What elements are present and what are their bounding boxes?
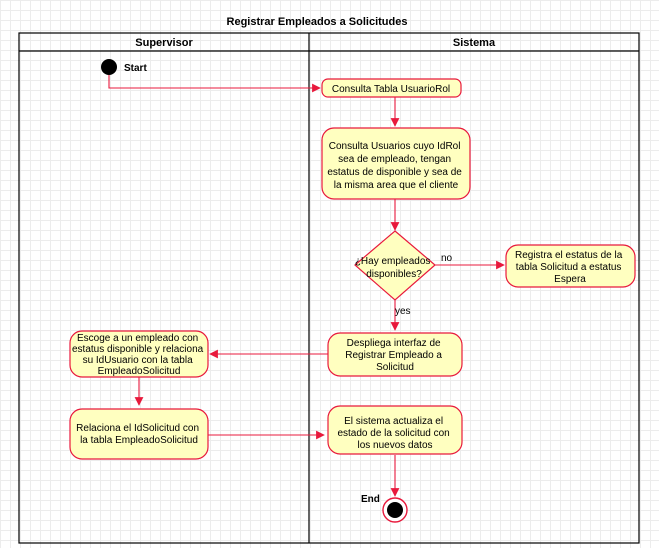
start-node (101, 59, 117, 75)
node-actualiza-line: los nuevos datos (357, 440, 432, 451)
decision-line: disponibles? (366, 269, 422, 280)
node-consulta-tabla: Consulta Tabla UsuarioRol (321, 78, 462, 98)
decision-node: ¿Hay empleados disponibles? (354, 230, 436, 301)
svg-text:Relaciona el IdSolicitud con: Relaciona el IdSolicitud con la tabla Em… (76, 423, 202, 446)
node-registra-estatus: Registra el estatus de la tabla Solicitu… (505, 244, 636, 288)
node-registra-estatus-line: Registra el estatus de la (515, 250, 623, 261)
node-despliega-interfaz-line: Registrar Empleado a (345, 350, 442, 361)
node-consulta-tabla-line: Consulta Tabla UsuarioRol (332, 84, 450, 95)
edge-start-to-consulta-tabla (108, 75, 321, 93)
edge-label-no: no (441, 253, 453, 264)
svg-text:Consulta Tabla UsuarioRol: Consulta Tabla UsuarioRol (332, 84, 450, 95)
node-escoge-empleado-line: su IdUsuario con la tabla (83, 355, 194, 366)
node-consulta-usuarios-line: Consulta Usuarios cuyo IdRol (329, 141, 461, 152)
end-label: End (361, 494, 380, 505)
node-escoge-empleado: Escoge a un empleado con estatus disponi… (69, 330, 209, 378)
svg-text:Despliega interfaz de Re: Despliega interfaz de Registrar Empleado… (345, 338, 445, 373)
node-escoge-empleado-line: Escoge a un empleado con (77, 333, 198, 344)
node-registra-estatus-line: tabla Solicitud a estatus (516, 262, 622, 273)
node-despliega-interfaz-line: Despliega interfaz de (347, 338, 441, 349)
node-actualiza: El sistema actualiza el estado de la sol… (327, 405, 463, 455)
svg-text:El sistema actualiza el: El sistema actualiza el estado de la sol… (337, 416, 452, 451)
edges (108, 75, 505, 497)
node-actualiza-line: estado de la solicitud con (337, 428, 449, 439)
node-consulta-usuarios: Consulta Usuarios cuyo IdRol sea de empl… (321, 127, 471, 200)
node-escoge-empleado-line: estatus disponible y relaciona (72, 344, 204, 355)
node-actualiza-line: El sistema actualiza el (344, 416, 443, 427)
diagram-title: Registrar Empleados a Solicitudes (227, 16, 408, 28)
lane-header-supervisor: Supervisor (135, 37, 193, 49)
svg-text:Consulta Usuarios cuyo IdRol: Consulta Usuarios cuyo IdRol sea de empl… (327, 141, 464, 191)
svg-text:Escoge a un empleado con: Escoge a un empleado con estatus disponi… (72, 333, 206, 377)
node-relaciona-line: la tabla EmpleadoSolicitud (80, 435, 198, 446)
node-escoge-empleado-line: EmpleadoSolicitud (98, 366, 181, 377)
svg-text:¿Hay empleados disponibl: ¿Hay empleados disponibles? (355, 256, 433, 280)
start-label: Start (124, 63, 147, 74)
node-consulta-usuarios-line: la misma area que el cliente (334, 180, 459, 191)
node-relaciona: Relaciona el IdSolicitud con la tabla Em… (69, 408, 209, 460)
edge-label-yes: yes (395, 306, 411, 317)
node-relaciona-line: Relaciona el IdSolicitud con (76, 423, 199, 434)
node-consulta-usuarios-line: sea de empleado, tengan (338, 154, 451, 165)
node-despliega-interfaz-line: Solicitud (376, 362, 414, 373)
node-consulta-usuarios-line: estatus de disponible y sea de (327, 167, 462, 178)
svg-text:Registra el estatus de la: Registra el estatus de la tabla Solicitu… (515, 250, 625, 285)
node-despliega-interfaz: Despliega interfaz de Registrar Empleado… (327, 332, 463, 377)
swimlane-frame (18, 32, 640, 544)
decision-line: ¿Hay empleados (355, 256, 431, 267)
node-registra-estatus-line: Espera (554, 274, 586, 285)
lane-header-sistema: Sistema (453, 37, 496, 49)
end-node (382, 497, 408, 523)
